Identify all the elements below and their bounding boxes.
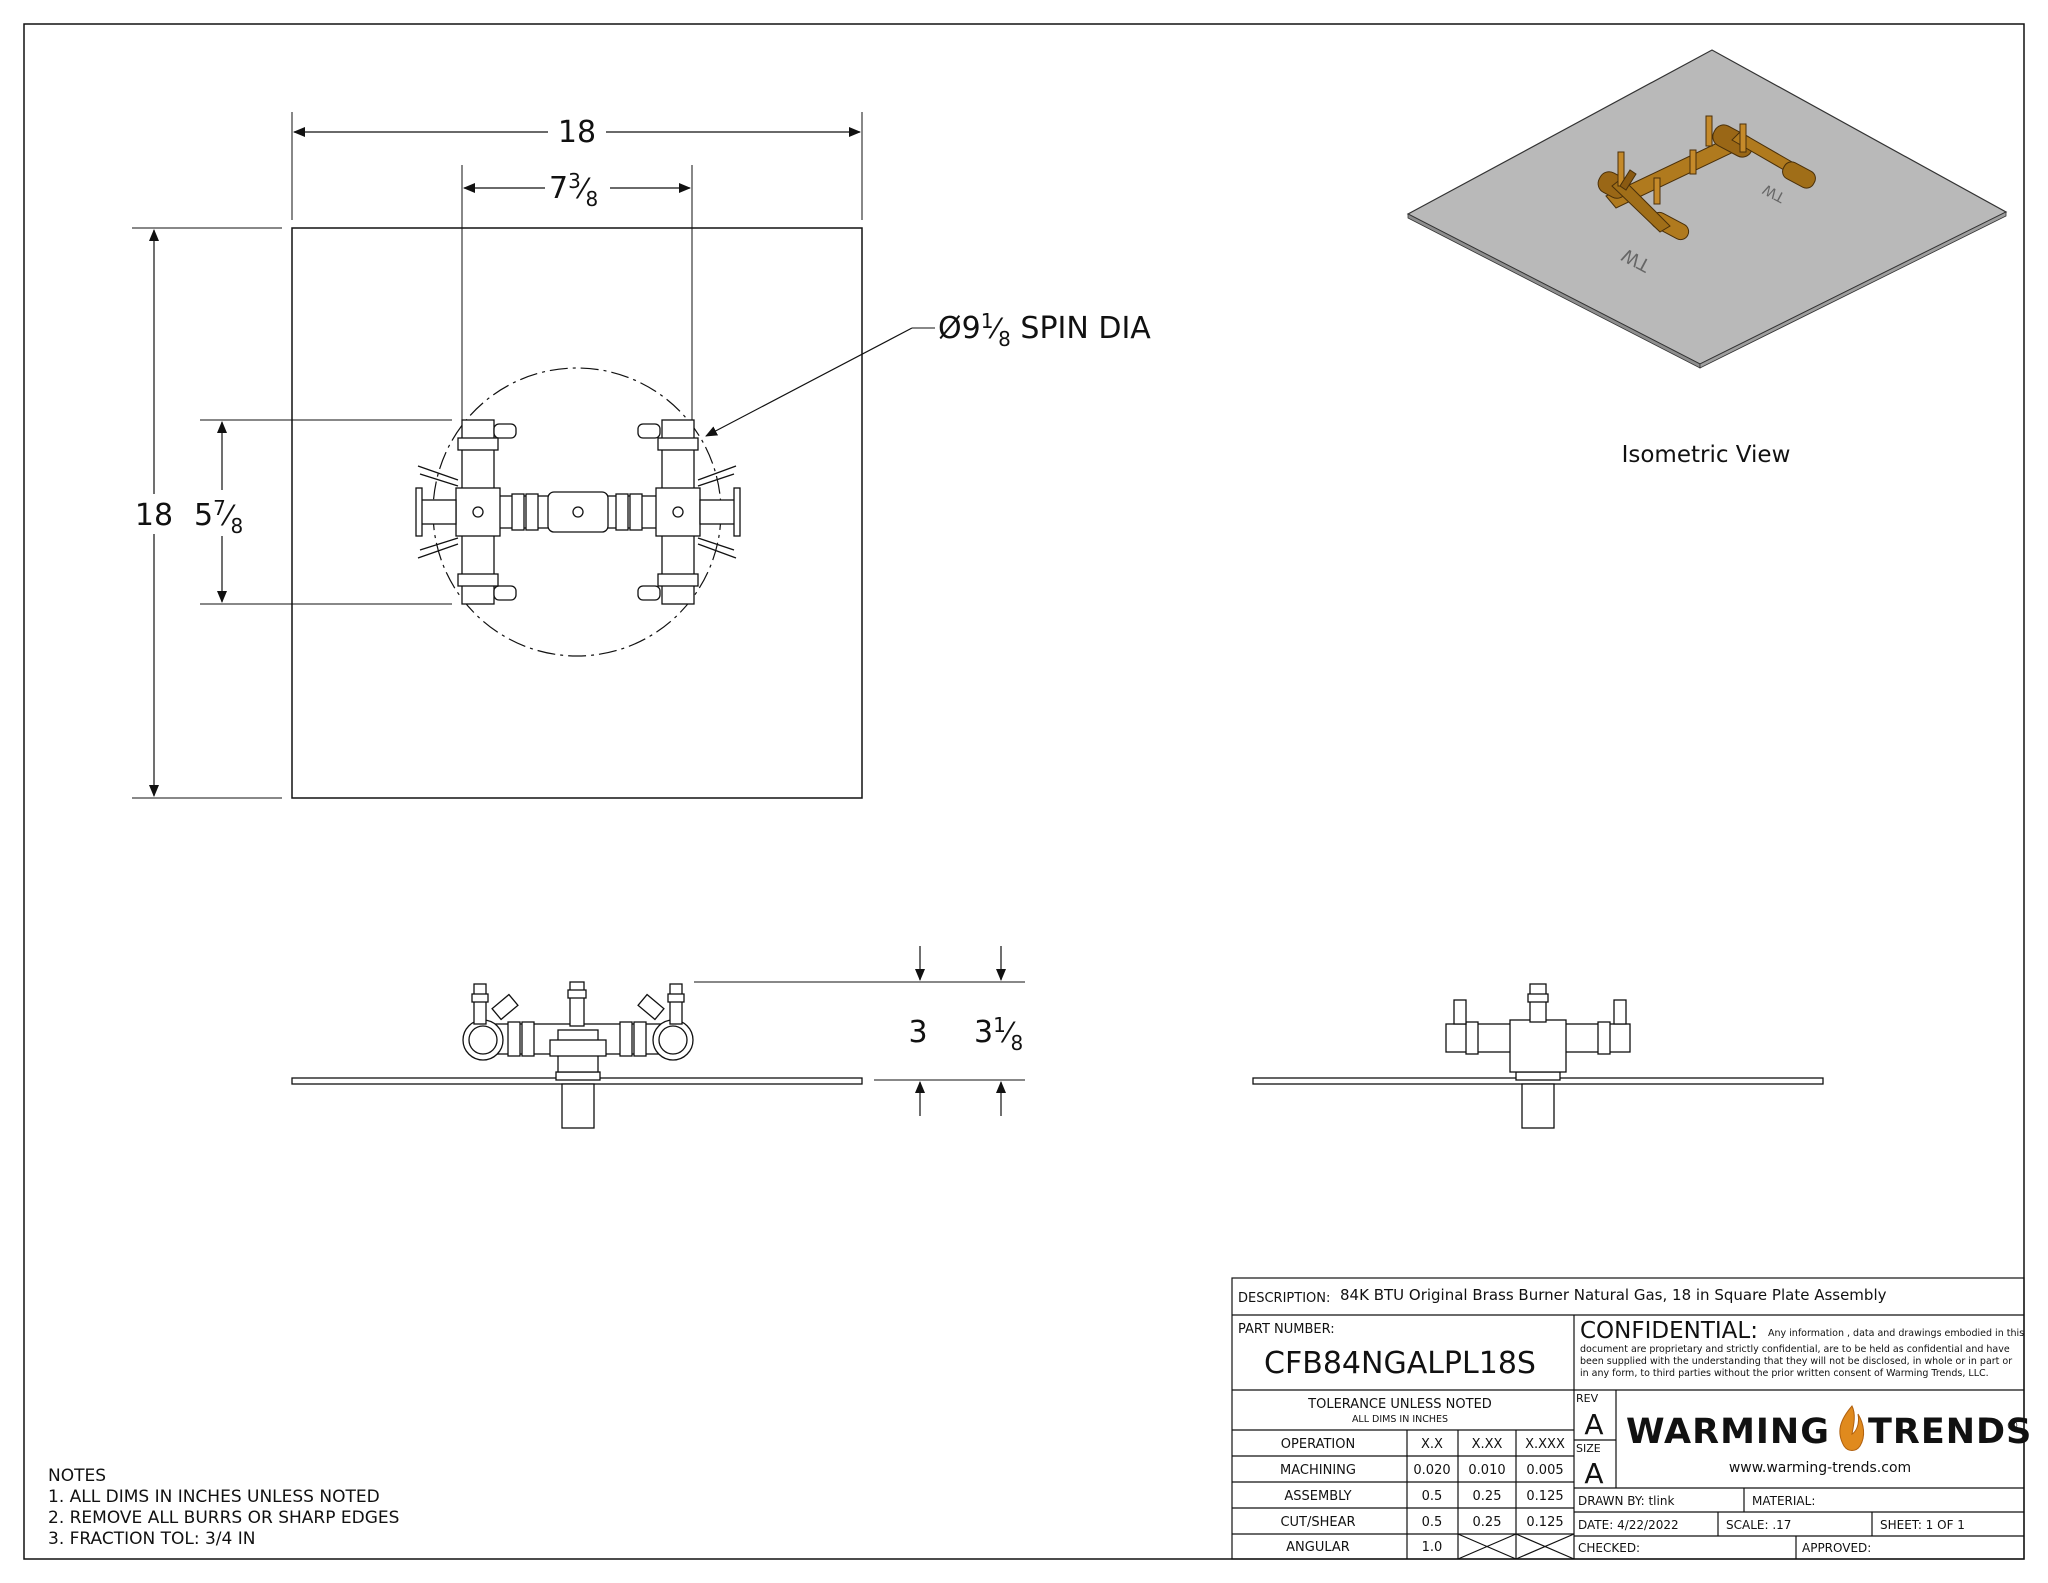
note-item: 1. ALL DIMS IN INCHES UNLESS NOTED [48,1487,380,1507]
svg-text:57⁄8: 57⁄8 [194,496,243,538]
leader-line [705,327,913,437]
side-view [1252,983,1824,1129]
tolerance-cell: CUT/SHEAR [1280,1515,1355,1530]
dim-inner-height-num: 7 [213,496,226,520]
size-label: SIZE [1576,1442,1601,1455]
iso-plate [1406,49,2008,365]
warming-trends-logo: WARMING TRENDS ® [1626,1405,2032,1452]
tolerance-cell: ANGULAR [1286,1540,1350,1555]
notes-title: NOTES [48,1466,107,1486]
dim-height-2-den: 8 [1011,1031,1024,1055]
tolerance-heading: TOLERANCE UNLESS NOTED [1307,1397,1492,1412]
burner-assembly-top [415,419,741,605]
title-block [1231,1277,2025,1560]
logo-text-left: WARMING [1626,1412,1830,1452]
tolerance-col-header: X.XX [1472,1437,1503,1452]
sheet-border [23,23,2025,1560]
tolerance-cell: 1.0 [1422,1540,1443,1555]
logo-registered: ® [2006,1419,2019,1434]
checked-label: CHECKED: [1578,1541,1640,1555]
tolerance-cell: 0.5 [1422,1489,1443,1504]
dim-inner-width-whole: 7 [549,171,568,206]
approved-label: APPROVED: [1802,1541,1871,1555]
front-inlet [561,1083,595,1129]
logo-text-right: TRENDS [1868,1412,2032,1452]
dim-overall-width: 18 [558,115,596,150]
size-value: A [1584,1457,1603,1490]
confidential-line: Any information , data and drawings embo… [1768,1328,2024,1339]
front-view-dims: 3 31⁄8 [694,946,1025,1116]
spin-callout-den: 8 [998,327,1011,351]
part-number-label: PART NUMBER: [1238,1322,1335,1337]
tolerance-cell: 0.5 [1422,1515,1443,1530]
note-item: 3. FRACTION TOL: 3/4 IN [48,1529,256,1549]
iso-burner [1597,115,1816,241]
tolerance-cell: 0.005 [1526,1463,1563,1478]
dim-inner-width-den: 8 [586,187,599,211]
spin-callout-prefix: Ø9 [938,311,981,346]
tolerance-cell: 0.125 [1526,1515,1563,1530]
tolerance-cell: 0.020 [1413,1463,1450,1478]
tolerance-cell: ASSEMBLY [1284,1489,1351,1504]
svg-text:31⁄8: 31⁄8 [974,1013,1023,1055]
tolerance-col-header: X.X [1421,1437,1443,1452]
date: DATE: 4/22/2022 [1578,1518,1679,1532]
svg-text:73⁄8: 73⁄8 [549,169,598,211]
confidential-line: been supplied with the understanding tha… [1580,1356,2012,1367]
dim-inner-width-num: 3 [568,169,581,193]
spin-callout-suffix: SPIN DIA [1011,311,1151,346]
svg-text:Ø91⁄8 SPIN DIA: Ø91⁄8 SPIN DIA [938,309,1151,351]
description-label: DESCRIPTION: [1238,1291,1330,1306]
tolerance-cell: MACHINING [1280,1463,1356,1478]
note-item: 2. REMOVE ALL BURRS OR SHARP EDGES [48,1508,400,1528]
confidential-line: in any form, to third parties without th… [1580,1368,1989,1379]
rev-value: A [1584,1408,1603,1441]
dim-inner-height-whole: 5 [194,498,213,533]
dim-height-1: 3 [908,1015,927,1050]
tolerance-sub: ALL DIMS IN INCHES [1352,1414,1448,1425]
tolerance-cell: 0.25 [1473,1515,1502,1530]
website: www.warming-trends.com [1729,1460,1911,1476]
rev-label: REV [1576,1392,1599,1405]
material-label: MATERIAL: [1752,1494,1815,1508]
tolerance-col-header: X.XXX [1525,1437,1565,1452]
top-view: 18 73⁄8 18 57⁄8 Ø91⁄8 SPIN DIA [132,112,1151,799]
tolerance-cell: 0.125 [1526,1489,1563,1504]
tolerance-cell: 0.25 [1473,1489,1502,1504]
front-view [291,981,863,1129]
tolerance-col-header: OPERATION [1281,1437,1355,1452]
dim-height-2-num: 1 [993,1013,1006,1037]
part-number-value: CFB84NGALPL18S [1264,1346,1536,1381]
notes-block: NOTES 1. ALL DIMS IN INCHES UNLESS NOTED… [48,1466,399,1550]
drawn-by: DRAWN BY: tlink [1578,1494,1674,1508]
description-value: 84K BTU Original Brass Burner Natural Ga… [1340,1286,1887,1304]
isometric-label: Isometric View [1622,442,1791,468]
confidential-line: document are proprietary and strictly co… [1580,1344,2010,1355]
sheet-number: SHEET: 1 OF 1 [1880,1518,1965,1532]
flame-icon [1839,1405,1865,1451]
dim-height-2-whole: 3 [974,1015,993,1050]
isometric-view: WT WT Isometric View [1406,49,2008,468]
dim-overall-height: 18 [135,498,173,533]
spin-callout-num: 1 [981,309,994,333]
plate-outline [291,227,863,799]
scale: SCALE: .17 [1726,1518,1791,1532]
confidential-heading: CONFIDENTIAL: [1580,1318,1758,1344]
title-block-text: DESCRIPTION: 84K BTU Original Brass Burn… [1238,1286,2032,1555]
dim-inner-height-den: 8 [231,514,244,538]
tolerance-cell: 0.010 [1468,1463,1505,1478]
